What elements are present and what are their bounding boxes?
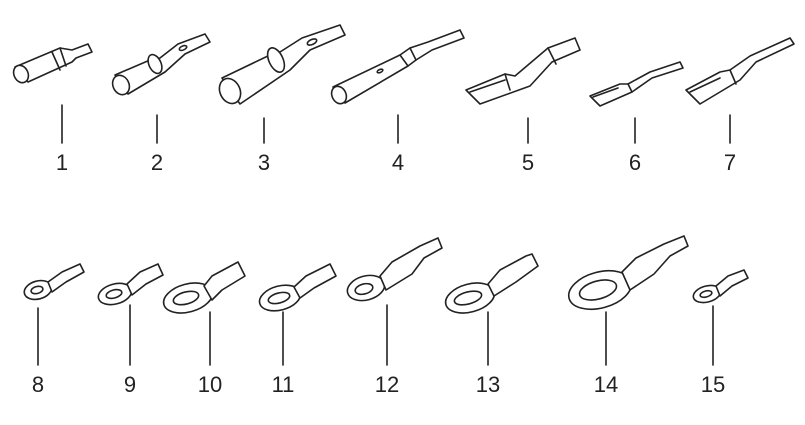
label-12: 12 — [375, 372, 399, 397]
ring-terminal-9: 9 — [97, 263, 164, 397]
label-15: 15 — [701, 372, 725, 397]
label-1: 1 — [56, 150, 68, 175]
label-8: 8 — [32, 372, 44, 397]
label-14: 14 — [594, 372, 618, 397]
connector-5: 5 — [465, 37, 581, 175]
label-9: 9 — [124, 372, 136, 397]
connector-2: 2 — [111, 33, 211, 175]
label-13: 13 — [476, 372, 500, 397]
ring-terminal-12: 12 — [346, 237, 443, 397]
ring-terminal-14: 14 — [567, 235, 689, 397]
label-3: 3 — [258, 150, 270, 175]
label-10: 10 — [198, 372, 222, 397]
connector-4: 4 — [330, 29, 465, 175]
connector-1: 1 — [12, 43, 93, 175]
connector-7: 7 — [685, 37, 795, 175]
ring-terminal-8: 8 — [23, 263, 85, 397]
connector-3: 3 — [218, 24, 346, 175]
label-7: 7 — [724, 150, 736, 175]
ring-terminal-10: 10 — [162, 261, 246, 397]
label-6: 6 — [629, 150, 641, 175]
label-11: 11 — [272, 372, 295, 397]
label-4: 4 — [392, 150, 404, 175]
connector-6: 6 — [589, 61, 684, 175]
ring-terminal-11: 11 — [258, 263, 337, 397]
label-2: 2 — [151, 150, 163, 175]
ring-terminal-13: 13 — [444, 253, 539, 397]
ring-terminal-15: 15 — [692, 269, 749, 397]
label-5: 5 — [522, 150, 534, 175]
